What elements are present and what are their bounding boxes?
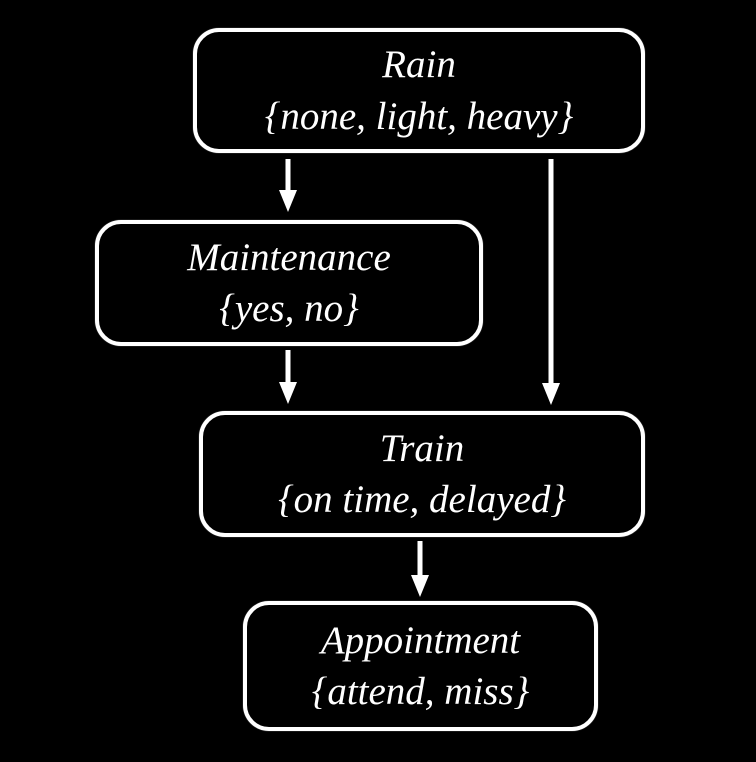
edge-train-to-appointment — [411, 541, 429, 597]
node-rain: Rain {none, light, heavy} — [193, 28, 645, 153]
node-appointment-title: Appointment — [320, 618, 521, 662]
node-train: Train {on time, delayed} — [199, 411, 645, 537]
node-maintenance: Maintenance {yes, no} — [95, 220, 483, 346]
node-rain-states: {none, light, heavy} — [264, 94, 574, 138]
edge-rain-to-train — [542, 159, 560, 405]
node-rain-title: Rain — [382, 43, 456, 87]
node-train-states: {on time, delayed} — [278, 478, 566, 521]
edge-maintenance-to-train — [279, 350, 297, 404]
node-maintenance-states: {yes, no} — [219, 287, 359, 330]
node-train-title: Train — [379, 426, 465, 470]
edge-rain-to-maintenance — [279, 159, 297, 212]
node-maintenance-title: Maintenance — [187, 235, 391, 279]
node-appointment: Appointment {attend, miss} — [243, 601, 598, 731]
node-appointment-states: {attend, miss} — [311, 670, 530, 713]
